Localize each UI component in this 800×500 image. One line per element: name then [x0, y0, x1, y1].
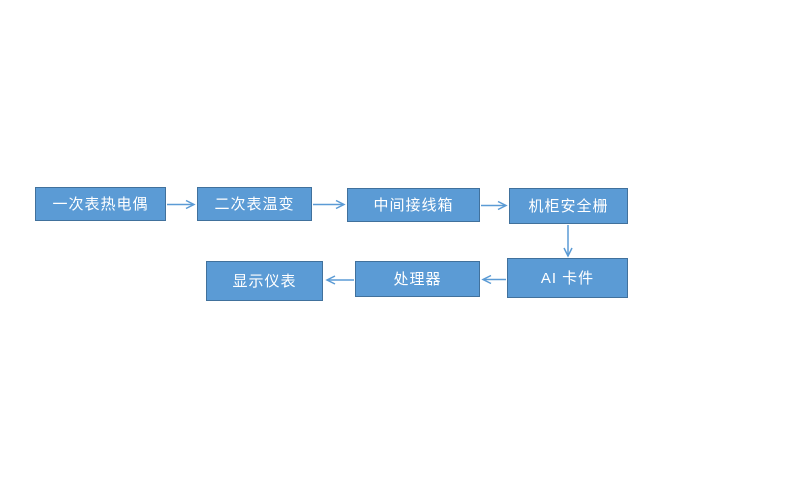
node-primary-thermocouple: 一次表热电偶: [35, 187, 166, 221]
node-secondary-transmitter: 二次表温变: [197, 187, 312, 221]
node-processor: 处理器: [355, 261, 480, 297]
node-safety-barrier: 机柜安全栅: [509, 188, 628, 224]
node-junction-box: 中间接线箱: [347, 188, 480, 222]
node-ai-card: AI 卡件: [507, 258, 628, 298]
node-display-instrument: 显示仪表: [206, 261, 323, 301]
